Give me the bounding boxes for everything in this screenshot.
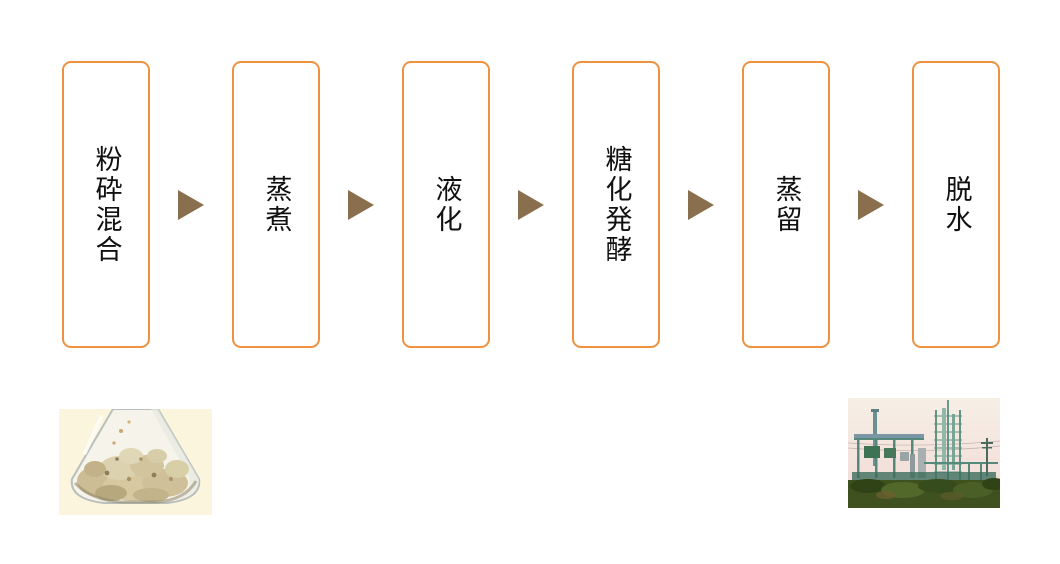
flow-step-box-crushing-mixing: 粉砕混合 bbox=[62, 61, 150, 348]
flow-step-label: 蒸留 bbox=[771, 174, 802, 235]
flow-step-box-liquefaction: 液化 bbox=[402, 61, 490, 348]
flow-step-label: 蒸煮 bbox=[261, 174, 292, 235]
arrow-right-icon bbox=[348, 189, 374, 220]
arrow-right-icon bbox=[688, 189, 714, 220]
arrow-right-icon bbox=[178, 189, 204, 220]
arrow-right-icon bbox=[858, 189, 884, 220]
plant-photo bbox=[847, 398, 1006, 508]
arrow-slot bbox=[320, 61, 402, 348]
arrow-right-icon bbox=[518, 189, 544, 220]
ethanol-plant-illustration bbox=[847, 398, 1006, 508]
flow-step-box-dehydration: 脱水 bbox=[912, 61, 1000, 348]
erlenmeyer-flask-illustration bbox=[59, 408, 212, 515]
arrow-slot bbox=[830, 61, 912, 348]
flow-step-box-distillation: 蒸留 bbox=[742, 61, 830, 348]
arrow-slot bbox=[660, 61, 742, 348]
flow-step-label: 糖化発酵 bbox=[601, 144, 632, 265]
flow-step-label: 粉砕混合 bbox=[91, 144, 122, 265]
flow-step-label: 脱水 bbox=[941, 174, 972, 235]
flow-step-label: 液化 bbox=[431, 174, 462, 235]
arrow-slot bbox=[490, 61, 572, 348]
flow-row: 粉砕混合 蒸煮 液化 糖化発酵 蒸留 脱水 bbox=[62, 61, 1000, 348]
arrow-slot bbox=[150, 61, 232, 348]
flask-photo bbox=[59, 408, 212, 515]
flow-step-box-saccharification-fermentation: 糖化発酵 bbox=[572, 61, 660, 348]
flow-step-box-steaming: 蒸煮 bbox=[232, 61, 320, 348]
